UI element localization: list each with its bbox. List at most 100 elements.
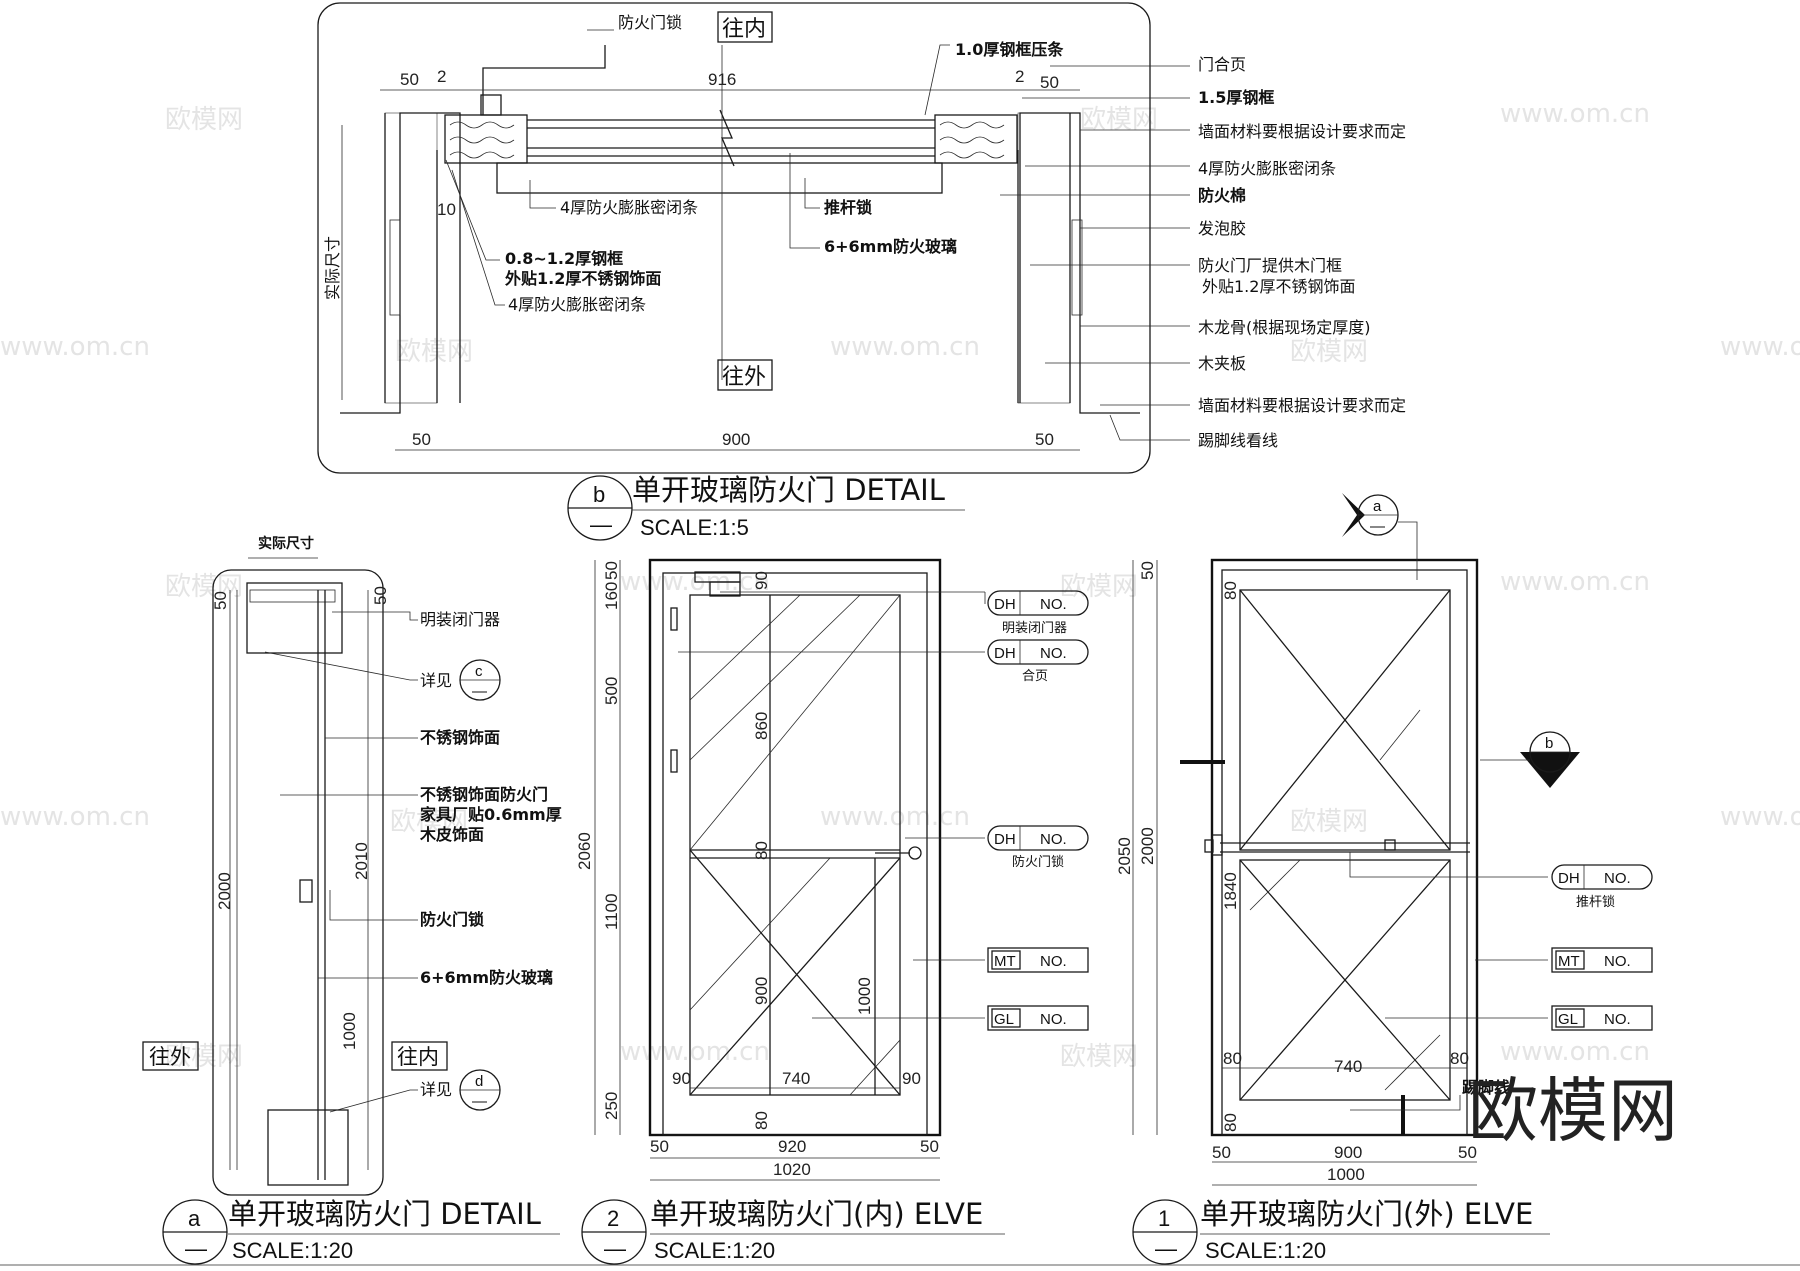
svg-text:10: 10: [437, 200, 456, 219]
brand-watermark: 欧模网: [1468, 1070, 1678, 1152]
svg-text:50: 50: [650, 1137, 669, 1156]
svg-text:—: —: [1155, 1236, 1177, 1261]
svg-text:欧模网: 欧模网: [165, 105, 243, 135]
svg-text:900: 900: [1334, 1143, 1362, 1162]
outside-label-b: 往外: [722, 365, 766, 390]
svg-text:踢脚线看线: 踢脚线看线: [1198, 431, 1278, 450]
right-frame-insulation: [934, 114, 1018, 164]
svg-text:2010: 2010: [352, 842, 371, 880]
svg-text:1840: 1840: [1221, 872, 1240, 910]
elev1-door-frame: [1210, 558, 1479, 1137]
elev2-tag-glass: GL NO.: [812, 1005, 1089, 1031]
svg-text:1.5厚钢框: 1.5厚钢框: [1198, 88, 1274, 107]
svg-text:不锈钢饰面防火门: 不锈钢饰面防火门: [420, 785, 548, 804]
svg-text:740: 740: [782, 1069, 810, 1088]
svg-text:防火棉: 防火棉: [1198, 186, 1246, 205]
svg-text:欧模网: 欧模网: [1060, 572, 1138, 602]
svg-text:860: 860: [752, 712, 771, 740]
svg-text:详见: 详见: [420, 1080, 452, 1099]
outside-label-a: 往外: [149, 1045, 191, 1069]
svg-text:—: —: [604, 1236, 626, 1261]
svg-text:www.om.cn: www.om.cn: [0, 802, 150, 832]
svg-text:—: —: [472, 683, 487, 700]
svg-text:80: 80: [1223, 1049, 1242, 1068]
svg-text:6+6mm防火玻璃: 6+6mm防火玻璃: [824, 237, 957, 256]
svg-text:—: —: [185, 1236, 207, 1261]
svg-text:家具厂贴0.6mm厚: 家具厂贴0.6mm厚: [420, 805, 562, 824]
svg-text:NO.: NO.: [1040, 953, 1067, 970]
svg-text:a: a: [188, 1206, 201, 1231]
svg-text:2050: 2050: [1115, 837, 1134, 875]
svg-text:www.om.cn: www.om.cn: [620, 1037, 770, 1067]
svg-text:900: 900: [752, 977, 771, 1005]
svg-text:明装闭门器: 明装闭门器: [1002, 621, 1067, 636]
svg-text:NO.: NO.: [1040, 831, 1067, 848]
svg-text:www.om.cn: www.om.cn: [1500, 1037, 1650, 1067]
kick-line-label: 踢脚线: [1462, 1078, 1510, 1097]
svg-text:50: 50: [412, 430, 431, 449]
svg-text:50: 50: [1035, 430, 1054, 449]
elevation-1: a — b — 50 2050 2000 80 1840 80 740 80 8…: [1115, 493, 1678, 1265]
svg-text:木皮饰面: 木皮饰面: [419, 825, 484, 844]
svg-text:160: 160: [602, 582, 621, 610]
svg-text:1000: 1000: [855, 977, 874, 1015]
svg-text:90: 90: [672, 1069, 691, 1088]
svg-text:DH: DH: [994, 596, 1016, 613]
svg-text:NO.: NO.: [1040, 645, 1067, 662]
svg-text:50: 50: [1040, 73, 1059, 92]
svg-text:欧模网: 欧模网: [165, 572, 243, 602]
svg-text:MT: MT: [994, 953, 1016, 970]
svg-text:50: 50: [211, 591, 230, 610]
floor-detail-area: [267, 1109, 349, 1186]
svg-text:GL: GL: [994, 1011, 1014, 1028]
detail-b-title: 单开玻璃防火门 DETAIL: [632, 473, 945, 507]
svg-text:50: 50: [371, 586, 390, 605]
svg-text:实际尺寸: 实际尺寸: [258, 535, 314, 552]
elevation-2: 50 160 500 2060 1100 250 90 860 80 900 1…: [575, 558, 1089, 1265]
svg-text:2000: 2000: [1138, 827, 1157, 865]
detail-b-section: 50 2 916 2 50 10 50 900 50 实际尺寸 往内 往外 防火…: [317, 2, 1406, 541]
svg-text:50: 50: [400, 70, 419, 89]
svg-text:1100: 1100: [602, 893, 621, 930]
svg-text:www.om.cn: www.om.cn: [1720, 332, 1800, 362]
elev2-tag-hinge: DH NO. 合页: [678, 639, 1089, 684]
svg-text:www.om.cn: www.om.cn: [830, 332, 980, 362]
svg-text:欧模网: 欧模网: [1290, 807, 1368, 837]
svg-text:门合页: 门合页: [1198, 55, 1246, 74]
elev1-tag-pushlock: DH NO. 推杆锁: [1349, 852, 1653, 910]
svg-text:920: 920: [778, 1137, 806, 1156]
svg-text:1000: 1000: [1327, 1165, 1365, 1184]
svg-text:NO.: NO.: [1604, 870, 1631, 887]
section-marker-b: b —: [1480, 731, 1580, 788]
svg-text:740: 740: [1334, 1057, 1362, 1076]
svg-text:DH: DH: [994, 831, 1016, 848]
svg-text:防火门锁: 防火门锁: [1012, 854, 1064, 870]
svg-text:NO.: NO.: [1604, 953, 1631, 970]
svg-text:防火门锁: 防火门锁: [618, 13, 682, 32]
section-marker-a: a —: [1342, 493, 1418, 580]
inside-label-b: 往内: [722, 17, 766, 42]
elev2-tag-lock: DH NO. 防火门锁: [905, 825, 1089, 870]
svg-text:墙面材料要根据设计要求而定: 墙面材料要根据设计要求而定: [1198, 396, 1406, 415]
svg-text:欧模网: 欧模网: [1290, 337, 1368, 367]
svg-text:0.8~1.2厚钢框: 0.8~1.2厚钢框: [505, 249, 623, 268]
svg-text:NO.: NO.: [1040, 1011, 1067, 1028]
svg-text:c: c: [475, 663, 483, 680]
svg-text:1020: 1020: [773, 1160, 811, 1179]
elev1-scale: SCALE:1:20: [1205, 1238, 1326, 1263]
svg-text:80: 80: [752, 1111, 771, 1130]
svg-text:外贴1.2厚不锈钢饰面: 外贴1.2厚不锈钢饰面: [1202, 277, 1355, 296]
elev1-tag-material: MT NO.: [1475, 947, 1653, 973]
svg-text:www.om.cn: www.om.cn: [820, 802, 970, 832]
svg-text:—: —: [472, 1093, 487, 1110]
svg-text:2: 2: [607, 1206, 619, 1231]
elev2-scale: SCALE:1:20: [654, 1238, 775, 1263]
svg-text:250: 250: [602, 1092, 621, 1120]
svg-text:防火门锁: 防火门锁: [420, 910, 484, 929]
svg-text:50: 50: [1212, 1143, 1231, 1162]
svg-text:2000: 2000: [215, 872, 234, 910]
elev1-tag-glass: GL NO.: [1385, 1005, 1653, 1031]
svg-text:6+6mm防火玻璃: 6+6mm防火玻璃: [420, 968, 553, 987]
svg-text:欧模网: 欧模网: [395, 337, 473, 367]
